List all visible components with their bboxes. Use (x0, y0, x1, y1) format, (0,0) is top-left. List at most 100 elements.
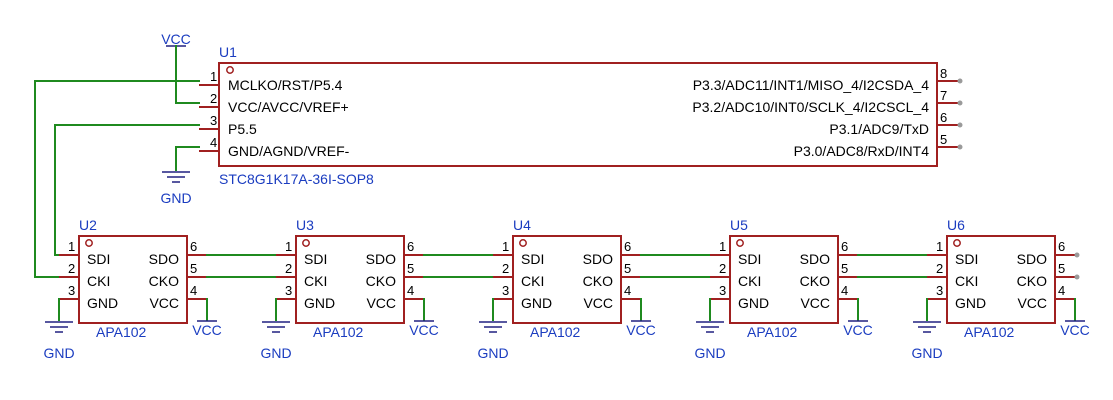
mcu-gnd-symbol: GND (160, 146, 200, 206)
led-ref: U2 (79, 217, 97, 233)
led-part: APA102 (96, 324, 147, 340)
led-pin-name: CKO (800, 273, 830, 289)
led-pin-name: SDO (366, 251, 396, 267)
led-body (295, 235, 405, 324)
led-pin-name: CKI (87, 273, 110, 289)
led-pin-num: 4 (407, 283, 414, 298)
clock-wire (34, 80, 200, 278)
led-pin-num: 4 (624, 283, 631, 298)
led-body (729, 235, 839, 324)
led-pin-name: CKI (304, 273, 327, 289)
mcu-pin-name: P5.5 (228, 121, 257, 137)
led-pin-num: 2 (68, 261, 75, 276)
led-pin-name: CKO (366, 273, 396, 289)
no-connect-dot (957, 78, 963, 84)
led-pin-num: 6 (1058, 239, 1065, 254)
led-body (512, 235, 622, 324)
no-connect-dot (957, 144, 963, 150)
led-pin-num: 3 (502, 283, 509, 298)
led-pin-name: SDI (738, 251, 761, 267)
mcu-part: STC8G1K17A-36I-SOP8 (219, 171, 374, 187)
led-pin-name: SDI (955, 251, 978, 267)
mcu-pin-name: P3.1/ADC9/TxD (829, 121, 929, 137)
vcc-label: VCC (1060, 322, 1090, 338)
led-pin-name: SDI (87, 251, 110, 267)
led-pin-name: CKO (149, 273, 179, 289)
led-pin-name: GND (521, 295, 552, 311)
led-pin-name: GND (304, 295, 335, 311)
led-pin-name: SDO (800, 251, 830, 267)
mcu-pin-name: MCLKO/RST/P5.4 (228, 77, 343, 93)
gnd-label: GND (694, 345, 725, 361)
led-pin-name: CKI (521, 273, 544, 289)
led-ref: U3 (296, 217, 314, 233)
mcu-pin-num: 5 (940, 132, 947, 147)
led-pin-name: SDI (521, 251, 544, 267)
mcu-pin-name: P3.2/ADC10/INT0/SCLK_4/I2CSCL_4 (692, 99, 929, 115)
gnd-label: GND (43, 345, 74, 361)
pin1-marker-icon (519, 239, 527, 247)
led-pin-name: VCC (149, 295, 179, 311)
led-pin-name: CKI (955, 273, 978, 289)
led-pin-num: 5 (1058, 261, 1065, 276)
no-connect-dot (957, 122, 963, 128)
vcc-label: VCC (843, 322, 873, 338)
gnd-label: GND (477, 345, 508, 361)
no-connect-dot (1074, 252, 1080, 258)
mcu-pin-num: 2 (210, 91, 217, 106)
mcu-pin-num: 6 (940, 110, 947, 125)
led-pin-name: GND (87, 295, 118, 311)
led-pin-num: 4 (190, 283, 197, 298)
led-part: APA102 (313, 324, 364, 340)
vcc-label: VCC (161, 31, 191, 47)
mcu-pin-num: 3 (210, 113, 217, 128)
led-pin-name: SDO (583, 251, 613, 267)
led-pin-name: SDI (304, 251, 327, 267)
pin1-marker-icon (736, 239, 744, 247)
mcu-pin-num: 8 (940, 66, 947, 81)
led-ref: U5 (730, 217, 748, 233)
mcu-pin-name: GND/AGND/VREF- (228, 143, 350, 159)
no-connect-dot (1074, 274, 1080, 280)
led-pin-num: 2 (936, 261, 943, 276)
pin1-marker-icon (85, 239, 93, 247)
led-part: APA102 (747, 324, 798, 340)
led-pin-num: 2 (502, 261, 509, 276)
led-pin-num: 1 (285, 239, 292, 254)
no-connect-dot (957, 100, 963, 106)
led-ref: U4 (513, 217, 531, 233)
led-pin-num: 3 (719, 283, 726, 298)
led-pin-num: 2 (285, 261, 292, 276)
led-pin-name: GND (955, 295, 986, 311)
led-pin-name: VCC (366, 295, 396, 311)
led-pin-num: 5 (190, 261, 197, 276)
vcc-label: VCC (626, 322, 656, 338)
led-pin-name: CKO (1017, 273, 1047, 289)
mcu-pin-name: VCC/AVCC/VREF+ (228, 99, 349, 115)
led-pin-num: 1 (502, 239, 509, 254)
led-ref: U6 (947, 217, 965, 233)
pin1-marker-icon (302, 239, 310, 247)
led-body (78, 235, 188, 324)
led-pin-num: 4 (1058, 283, 1065, 298)
led-pin-name: CKI (738, 273, 761, 289)
mcu-pin-name: P3.0/ADC8/RxD/INT4 (794, 143, 930, 159)
led-pin-name: GND (738, 295, 769, 311)
led-part: APA102 (530, 324, 581, 340)
data-wire (54, 124, 200, 256)
led-pin-num: 1 (936, 239, 943, 254)
led-pin-num: 6 (841, 239, 848, 254)
led-pin-num: 3 (68, 283, 75, 298)
vcc-label: VCC (192, 322, 222, 338)
gnd-label: GND (160, 190, 191, 206)
mcu-pin-num: 4 (210, 135, 217, 150)
led-pin-name: SDO (1017, 251, 1047, 267)
gnd-label: GND (260, 345, 291, 361)
mcu-ref: U1 (219, 44, 237, 60)
pin1-marker-icon (953, 239, 961, 247)
gnd-label: GND (911, 345, 942, 361)
